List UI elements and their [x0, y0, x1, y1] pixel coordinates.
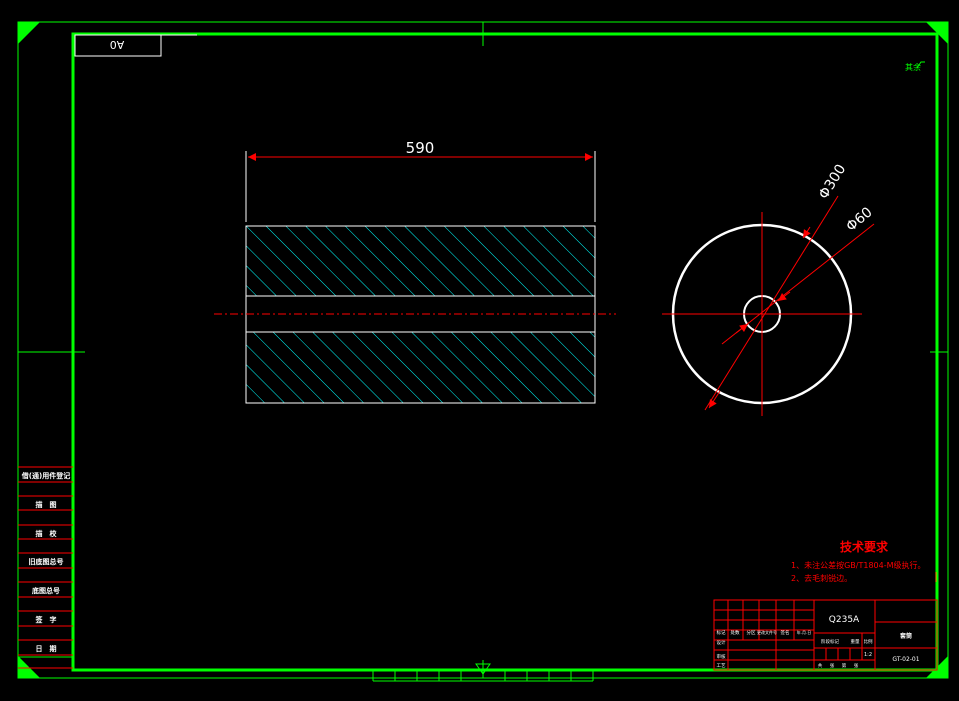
tb-scale: 1:2 [864, 652, 872, 658]
tb-mark-cell: 阶段标记 [821, 638, 839, 645]
hatched-wall-bottom [245, 331, 596, 404]
inner-dia-text: Φ60 [843, 204, 875, 235]
corner-mark-tr [926, 22, 948, 44]
tb-sheet-cell: 张 [854, 662, 859, 669]
tb-header-cell: 分区 [747, 629, 756, 636]
format-label-box: A0 [74, 34, 162, 57]
section-view: 590 [214, 139, 616, 404]
length-dim-text: 590 [406, 139, 435, 157]
corner-mark-tl [18, 22, 40, 44]
tech-req-item: 1、未注公差按GB/T1804-M级执行。 [791, 560, 926, 570]
tb-sheet-cell: 张 [830, 662, 835, 669]
tech-req-title: 技术要求 [840, 539, 889, 554]
hatched-wall-top [245, 225, 596, 297]
end-view: Φ300 Φ60 [662, 162, 876, 416]
tb-mark-cell: 重量 [851, 638, 860, 645]
tech-req-item: 2、去毛刺锐边。 [791, 573, 852, 583]
tb-sheet-cell: 共 [818, 662, 823, 669]
tb-drawing-no: GT-02-01 [892, 656, 919, 663]
tb-header-cell: 签名 [781, 629, 790, 636]
outer-dia-text: Φ300 [816, 162, 850, 202]
tb-header-cell: 更改文件号 [757, 629, 777, 635]
title-block: 标记 处数 分区 更改文件号 签名 年.月.日 设计 审核 工艺 阶段标记 重量… [713, 599, 938, 671]
roughness-symbol-icon [916, 61, 925, 69]
outer-dia-leader [704, 195, 839, 411]
tb-role-cell: 审核 [717, 653, 726, 660]
side-label: 日 期 [36, 644, 57, 653]
format-label: A0 [110, 38, 125, 51]
corner-mark-bl [18, 656, 40, 678]
tb-mark-cell: 比例 [864, 638, 873, 645]
side-label: 借(通)用件登记 [21, 471, 70, 480]
side-label: 底图总号 [32, 586, 60, 595]
tb-header-cell: 处数 [731, 629, 740, 636]
side-label: 签 字 [35, 615, 57, 624]
tb-sheet-cell: 第 [842, 662, 847, 669]
side-panel: 借(通)用件登记 描 图 描 校 旧底图总号 底图总号 签 字 日 期 [17, 466, 74, 669]
tb-header-cell: 标记 [717, 629, 726, 636]
tb-header-cell: 年.月.日 [797, 629, 812, 635]
side-label: 旧底图总号 [29, 557, 64, 566]
tb-part-name: 套筒 [900, 632, 912, 640]
tech-requirements: 技术要求 1、未注公差按GB/T1804-M级执行。 2、去毛刺锐边。 [791, 539, 937, 583]
tb-role-cell: 工艺 [717, 663, 726, 669]
tb-role-cell: 设计 [717, 639, 726, 646]
side-label: 描 校 [36, 529, 58, 538]
roughness-note: 其余 [905, 62, 921, 72]
side-label: 描 图 [36, 500, 57, 509]
tb-material: Q235A [829, 615, 860, 625]
